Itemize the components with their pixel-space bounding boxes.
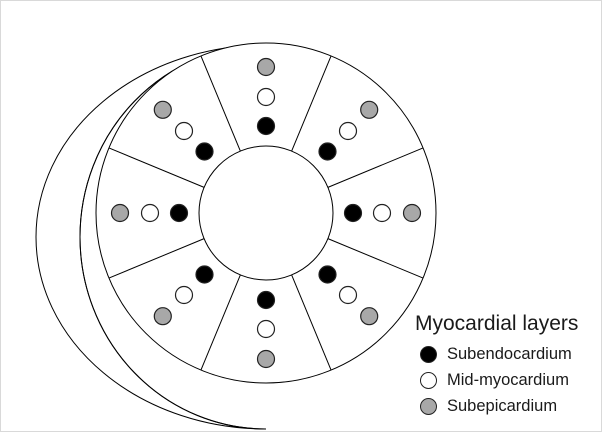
subendocardium-dot — [195, 142, 214, 161]
subendocardium-dot — [195, 265, 214, 284]
subepicardium-dot — [256, 349, 276, 369]
segment-divider — [108, 147, 205, 188]
subendocardium-dot — [256, 116, 276, 136]
mid-dot — [372, 203, 392, 223]
legend-title: Myocardial layers — [415, 312, 579, 335]
segment-divider — [291, 55, 332, 152]
mid-dot — [174, 285, 194, 305]
mid-myocardium-swatch — [420, 371, 437, 389]
mid-dot — [256, 319, 276, 339]
segment-divider — [108, 238, 205, 279]
legend-item-mid-myocardium: Mid-myocardium — [415, 367, 578, 393]
endocardial-border — [198, 145, 334, 281]
subepicardium-dot — [153, 307, 172, 326]
segment-divider — [327, 147, 424, 188]
legend-item-label: Subepicardium — [447, 396, 558, 415]
subepicardium-dot — [256, 57, 276, 77]
subepicardium-dot — [402, 203, 422, 223]
segment-divider — [200, 274, 241, 371]
subendocardium-swatch — [420, 345, 437, 363]
mid-dot — [338, 285, 358, 305]
legend-item-subepicardium: Subepicardium — [415, 393, 578, 419]
legend-item-label: Mid-myocardium — [447, 370, 569, 389]
subepicardium-swatch — [420, 397, 437, 415]
subendocardium-dot — [343, 203, 363, 223]
subendocardium-dot — [256, 290, 276, 310]
subepicardium-dot — [360, 100, 379, 119]
segment-divider — [291, 274, 332, 371]
legend-item-label: Subendocardium — [447, 344, 572, 363]
subendocardium-dot — [318, 265, 337, 284]
legend-item-subendocardium: Subendocardium — [415, 341, 578, 367]
mid-dot — [256, 87, 276, 107]
segment-divider — [200, 55, 241, 152]
subepicardium-dot — [110, 203, 130, 223]
segment-divider — [327, 238, 424, 279]
mid-dot — [338, 121, 358, 141]
mid-dot — [174, 121, 194, 141]
mid-dot — [140, 203, 160, 223]
segment-dividers — [108, 55, 424, 371]
subepicardium-dot — [153, 100, 172, 119]
layer-dots — [110, 57, 422, 369]
subendocardium-dot — [318, 142, 337, 161]
legend: Myocardial layers Subendocardium Mid-myo… — [415, 311, 578, 419]
subepicardium-dot — [360, 307, 379, 326]
subendocardium-dot — [169, 203, 189, 223]
